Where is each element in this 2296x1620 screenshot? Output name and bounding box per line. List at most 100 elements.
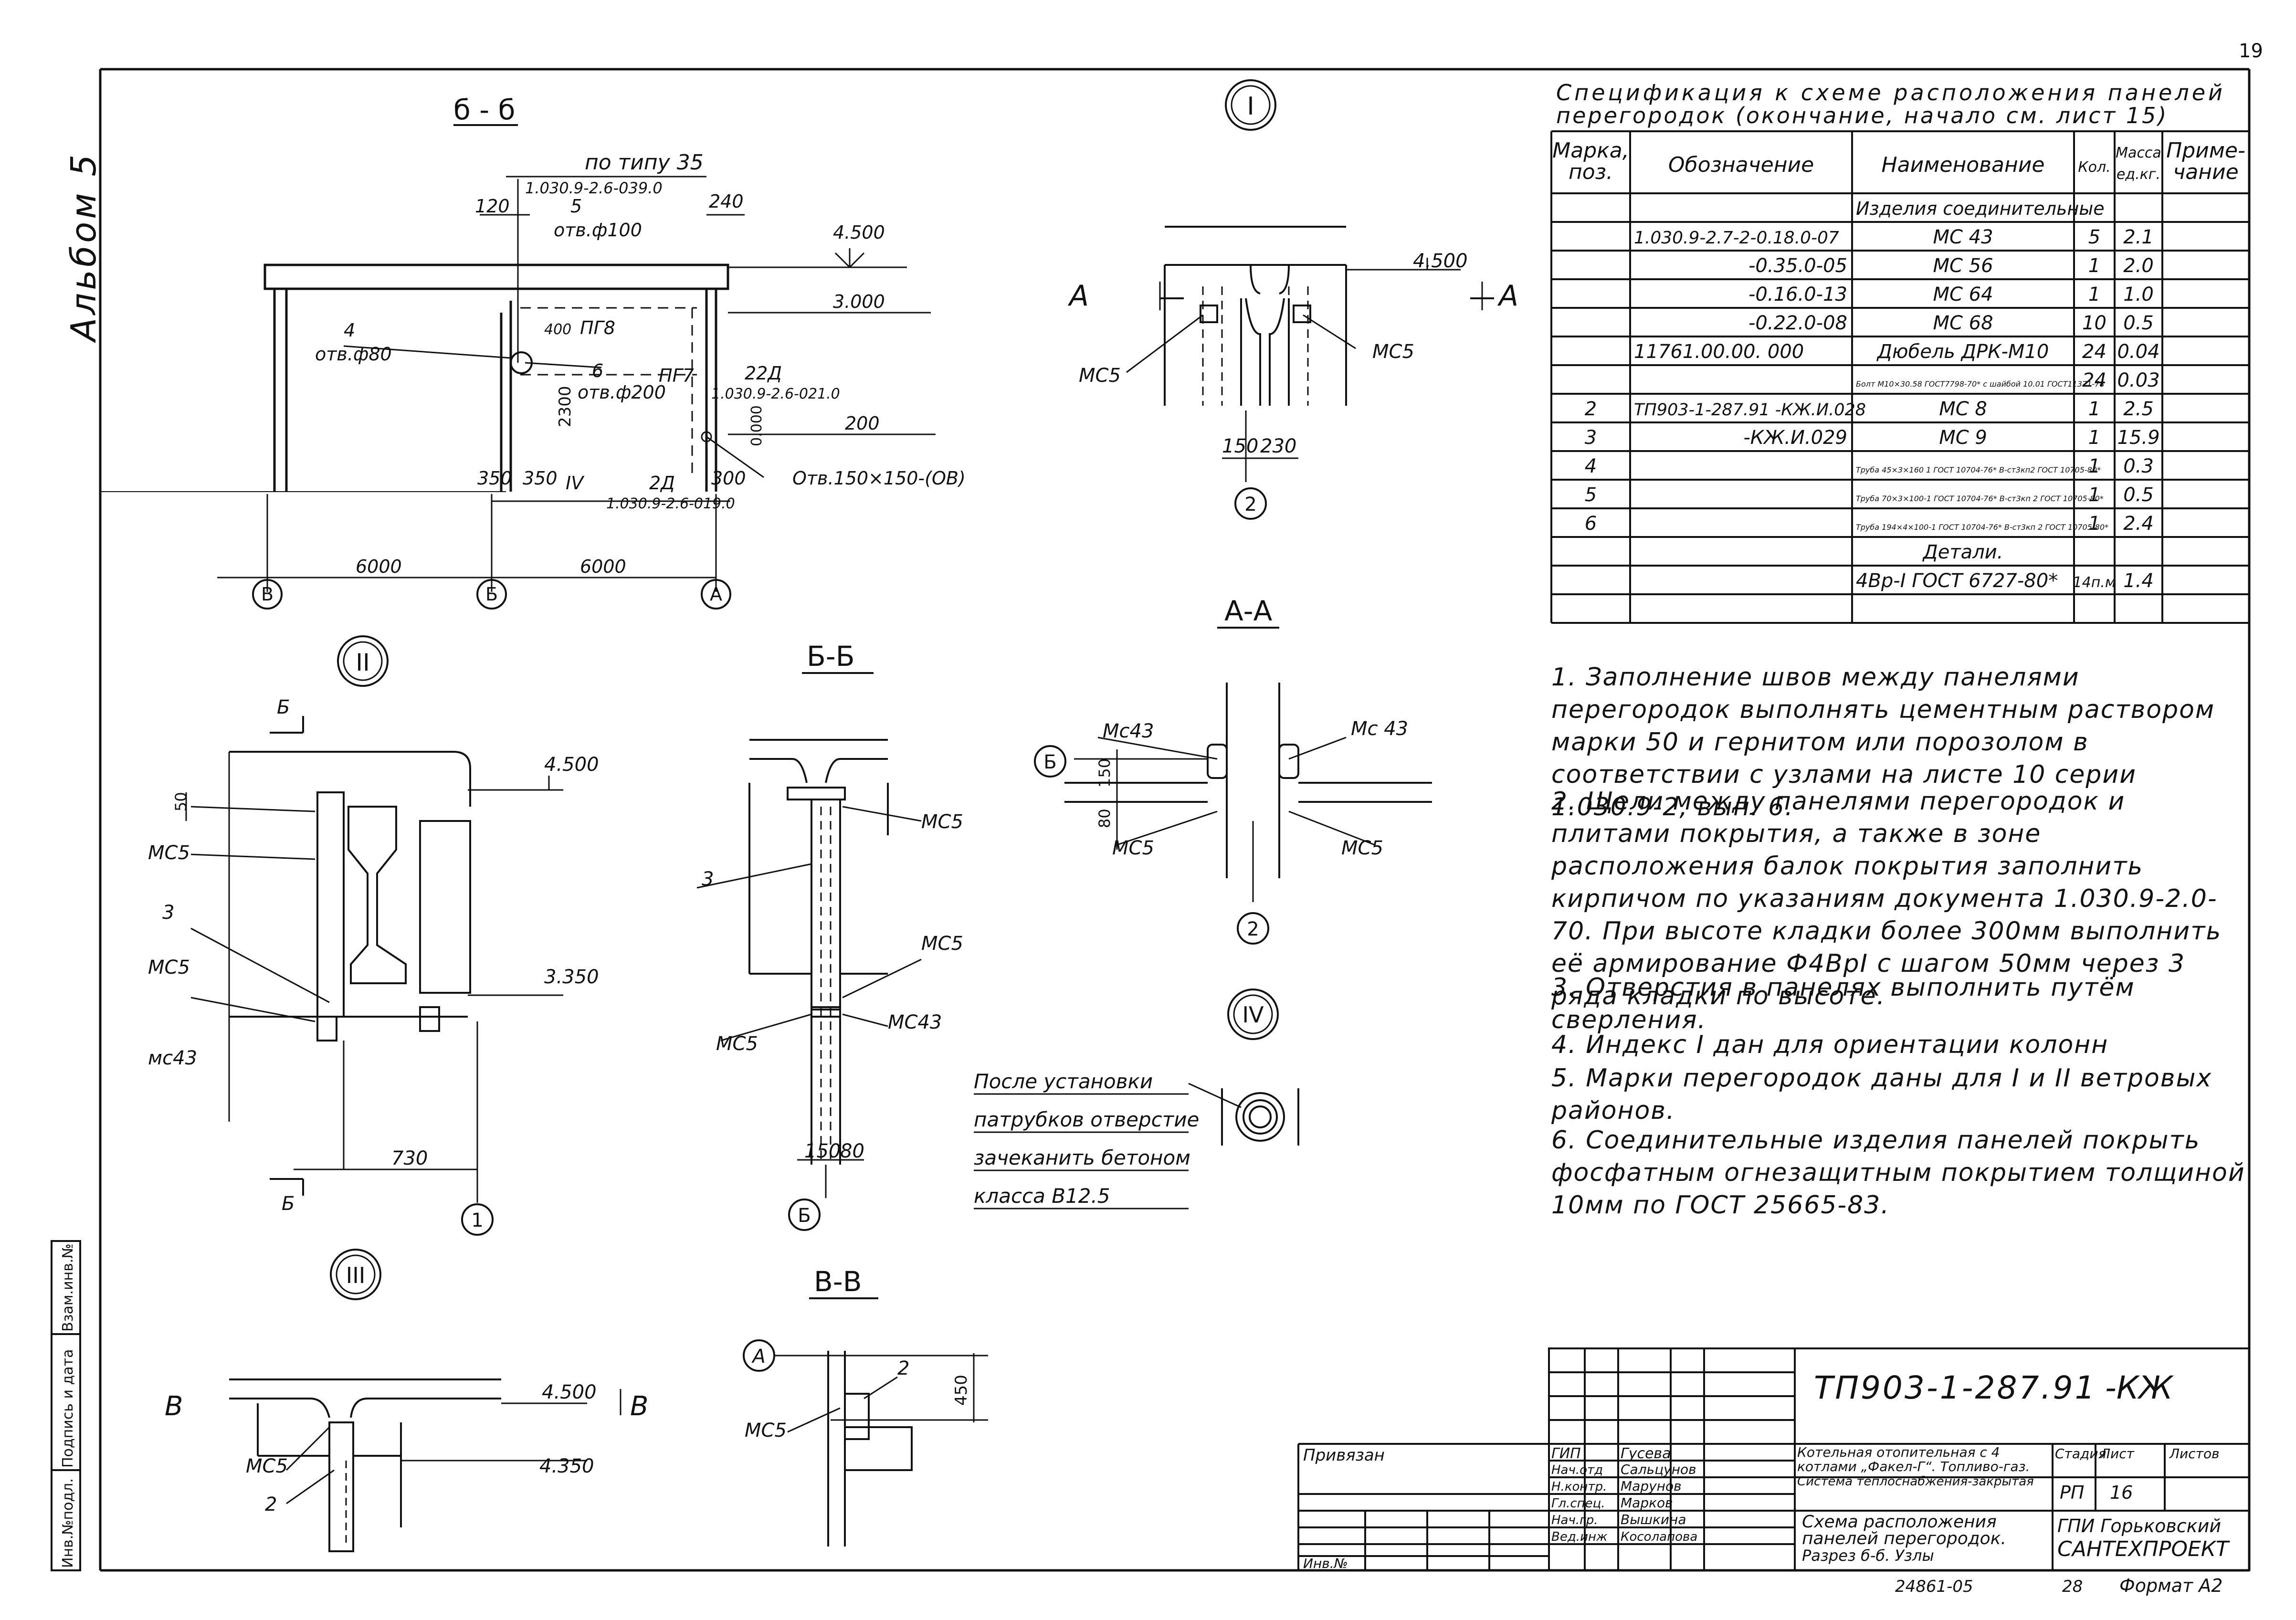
- spec-cell: 5: [1585, 484, 1597, 506]
- lbl-150: 150: [804, 1140, 841, 1162]
- note-line-4: класса В12.5: [974, 1184, 1110, 1208]
- lbl-2d: 2Д: [649, 473, 675, 494]
- spec-cell: 0.03: [2117, 369, 2159, 391]
- spec-cell: 1: [2088, 255, 2100, 277]
- lbl-450: 450: [952, 1375, 971, 1406]
- project-3: Система теплоснабжения-закрытая: [1797, 1474, 2034, 1489]
- note-line-3: зачеканить бетоном: [974, 1146, 1190, 1169]
- spec-cell: 1: [2088, 427, 2100, 449]
- project-2: котлами „Факел-Г“. Топливо-газ.: [1797, 1459, 2030, 1474]
- note-5: 5. Марки перегородок даны для I и II вет…: [1551, 1064, 2212, 1125]
- section-title: В-В: [814, 1265, 862, 1298]
- lbl-mc5-left: МС5: [1112, 837, 1154, 859]
- lbl-80: 80: [1095, 809, 1114, 828]
- lbl-0000: 200: [845, 413, 880, 434]
- lbl-otv150: Отв.150×150-(ОВ): [792, 468, 966, 489]
- note-line-2: патрубков отверстие: [974, 1108, 1199, 1131]
- spec-header-1: Обозначение: [1668, 153, 1814, 177]
- node-iii: III 4.500 В В МС5 2 4.350: [165, 1249, 648, 1552]
- spec-cell: 2.5: [2123, 398, 2154, 420]
- spec-cell: 11761.00.00. 000: [1634, 341, 1804, 363]
- title-block: ТП903-1-287.91 -КЖ Привязан Инв.№ ГИП На…: [1297, 1347, 2250, 1596]
- spec-cell: 10: [2082, 312, 2106, 334]
- lbl-mc5-right: МС5: [1341, 837, 1383, 859]
- sheet-title-3: Разрез б-б. Узлы: [1802, 1546, 1934, 1565]
- lbl-4500: 4.500: [542, 1381, 597, 1403]
- spec-cell: МС 43: [1933, 226, 1993, 248]
- lbl-6: 6: [592, 360, 603, 381]
- spec-cell: 1: [2088, 484, 2100, 506]
- lbl-b-top: Б: [277, 696, 290, 718]
- name-4: Вышкина: [1621, 1512, 1686, 1527]
- spec-cell: Труба 194×4×100-1 ГОСТ 10704-76* В-ст3кп…: [1856, 523, 2108, 532]
- lbl-400: 400: [544, 321, 571, 338]
- lbl-iv: IV: [566, 473, 585, 494]
- spec-cell: 24: [2082, 369, 2106, 391]
- archive-number: 24861-05: [1895, 1577, 1973, 1596]
- spec-cell: -КЖ.И.029: [1743, 427, 1847, 449]
- lbl-mc43-left: Мс43: [1103, 720, 1154, 742]
- lbl-150: 150: [1222, 435, 1258, 457]
- stage-hdr: Стадия: [2055, 1446, 2106, 1462]
- spec-cell: МС 8: [1939, 398, 1987, 420]
- axis-v: В: [261, 584, 274, 605]
- spec-cell: 4: [1585, 455, 1597, 477]
- spec-cell: -0.22.0-08: [1748, 312, 1847, 334]
- page-number: 28: [2062, 1577, 2083, 1596]
- spec-title-1: Спецификация к схеме расположения панеле…: [1556, 80, 2225, 105]
- org-2: САНТЕХПРОЕКТ: [2057, 1537, 2230, 1561]
- roman-iv: IV: [1242, 1002, 1264, 1028]
- name-3: Марков: [1621, 1495, 1673, 1511]
- axis-b: Б: [798, 1205, 811, 1227]
- axis-1: 1: [471, 1210, 483, 1231]
- lbl-6000b: 6000: [580, 556, 626, 577]
- spec-cell: 1.030.9-2.7-2-0.18.0-07: [1634, 228, 1839, 248]
- axis-2: 2: [1244, 494, 1256, 515]
- lbl-po-tipu: по типу 35: [585, 150, 704, 175]
- lbl-mc5-right: МС5: [1372, 341, 1414, 363]
- lbl-300: 300: [711, 468, 746, 489]
- spec-cell: 0.5: [2123, 484, 2154, 506]
- stamp-inv: Инв.№подл.: [60, 1478, 76, 1568]
- stamp-vzam: Взам.инв.№: [60, 1243, 76, 1332]
- lbl-2: 2: [265, 1494, 277, 1515]
- lbl-730: 730: [391, 1147, 428, 1169]
- lbl-4500: 4.500: [833, 222, 885, 243]
- lbl-2300: 2300: [556, 386, 575, 427]
- name-5: Косолапова: [1621, 1530, 1697, 1544]
- lbl-v-left: В: [165, 1391, 183, 1422]
- stage-value: РП: [2060, 1482, 2085, 1503]
- role-0: ГИП: [1551, 1445, 1581, 1462]
- lbl-mc43: мс43: [148, 1047, 197, 1069]
- lbl-230: 230: [1260, 435, 1296, 457]
- spec-cell: 2.4: [2123, 513, 2154, 535]
- note-1: 1. Заполнение швов между панелями перего…: [1551, 663, 2215, 821]
- spec-cell: 1.0: [2123, 284, 2154, 305]
- lbl-otv100: отв.ф100: [554, 220, 642, 241]
- lbl-ref-021: 1.030.9-2.6-021.0: [711, 386, 840, 402]
- spec-header-5-b: чание: [2173, 160, 2238, 184]
- page-corner: 19: [2239, 40, 2263, 62]
- lbl-4: 4: [344, 320, 355, 341]
- section-66-top: б - б: [100, 94, 966, 610]
- axis-2: 2: [1247, 918, 1259, 940]
- note-line-1: После установки: [974, 1070, 1153, 1093]
- lbl-4500: 4.500: [544, 754, 599, 776]
- lbl-4500: 4.500: [1413, 250, 1468, 272]
- spec-cell: 1: [2088, 284, 2100, 305]
- lbl-3: 3: [162, 902, 174, 924]
- sheet-value: 16: [2110, 1482, 2133, 1503]
- spec-cell: МС 56: [1933, 255, 1993, 277]
- spec-cell: Детали.: [1922, 541, 2003, 563]
- axis-b: Б: [1043, 751, 1056, 773]
- node-iv: IV После установки патрубков отверстие з…: [974, 989, 1299, 1210]
- spec-cell: 2.1: [2123, 226, 2154, 248]
- roman-iii: III: [346, 1262, 366, 1288]
- spec-cell: МС 9: [1939, 427, 1987, 449]
- lbl-a-left: А: [1067, 279, 1089, 313]
- spec-header-4: Масса: [2116, 145, 2161, 161]
- node-ii: II: [148, 635, 599, 1236]
- lbl-ref-019: 1.030.9-2.6-019.0: [606, 495, 735, 512]
- project-1: Котельная отопительная с 4: [1797, 1444, 2000, 1460]
- lbl-120: 120: [475, 196, 510, 217]
